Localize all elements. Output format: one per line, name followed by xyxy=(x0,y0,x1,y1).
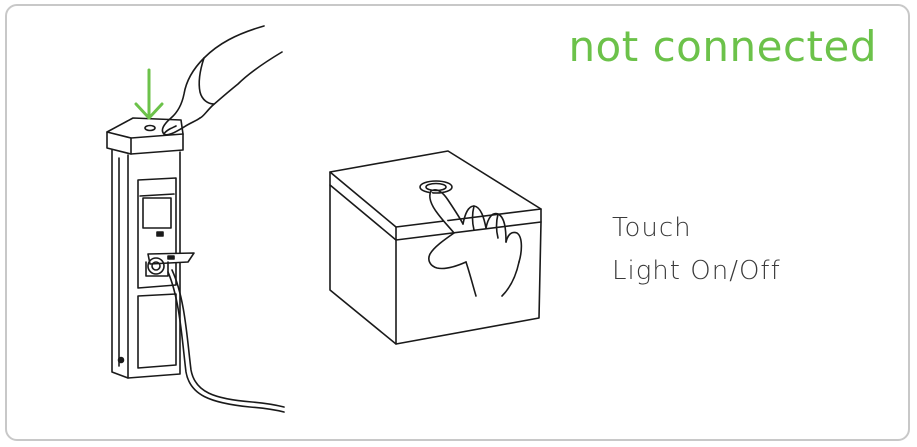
down-arrow-icon xyxy=(136,70,162,118)
pressing-finger xyxy=(162,26,282,135)
pedestal xyxy=(107,118,284,412)
